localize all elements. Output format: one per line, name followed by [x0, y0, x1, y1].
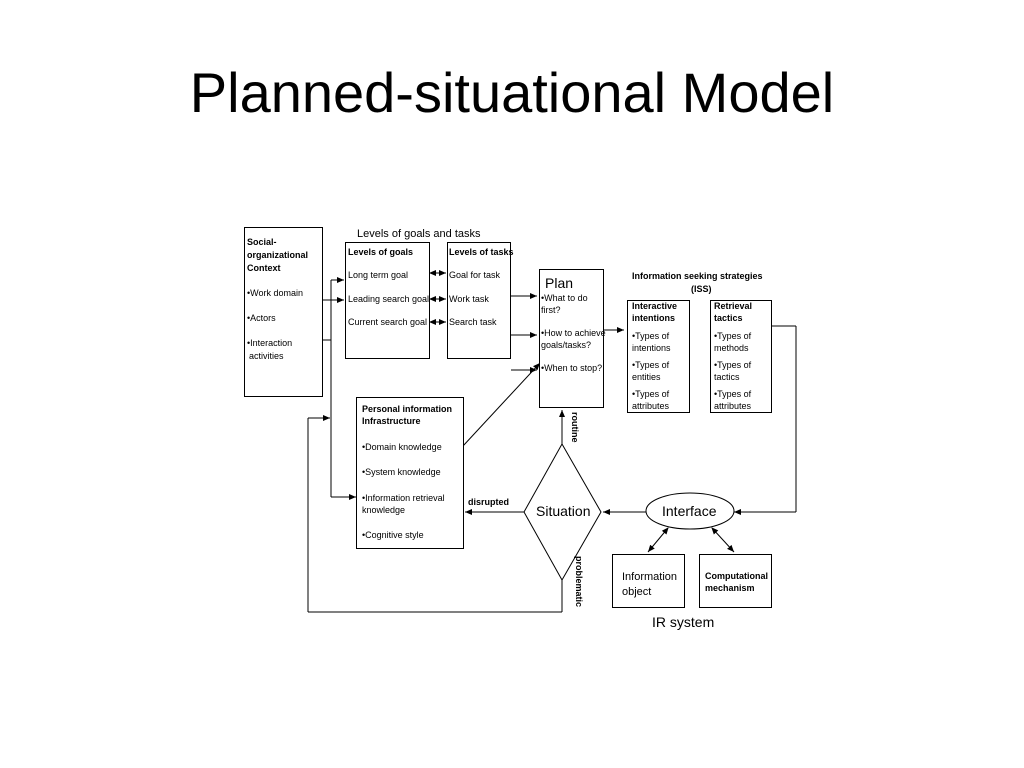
- pii-ir-knowledge-1: •Information retrieval: [362, 493, 445, 503]
- plan-q3: •When to stop?: [541, 363, 603, 373]
- information-object-line2: object: [622, 586, 652, 598]
- interactive-item2-2: entities: [632, 372, 661, 382]
- goals-box: [345, 242, 430, 359]
- social-item-actors: •Actors: [247, 313, 276, 323]
- interactive-title-1: Interactive: [632, 301, 678, 311]
- computational-mechanism-box: [699, 554, 772, 608]
- interactive-item1-1: •Types of: [632, 331, 670, 341]
- computational-line1: Computational: [705, 571, 768, 581]
- tasks-box: [447, 242, 511, 359]
- information-object-line1: Information: [622, 571, 678, 583]
- retrieval-item2-2: tactics: [714, 372, 740, 382]
- information-object-box: [612, 554, 685, 608]
- retrieval-title-2: tactics: [714, 313, 743, 323]
- tasks-title: Levels of tasks: [449, 247, 514, 257]
- goal-leading-search: Leading search goal: [348, 294, 430, 304]
- retrieval-tactics-box: [710, 300, 772, 413]
- iss-title-2: (ISS): [691, 284, 712, 294]
- pii-title-1: Personal information: [362, 404, 453, 414]
- interactive-title-2: intentions: [632, 313, 675, 323]
- interactive-item3-2: attributes: [632, 401, 670, 411]
- pii-box: [356, 397, 464, 549]
- iss-title-1: Information seeking strategies: [632, 271, 763, 281]
- goals-title: Levels of goals: [348, 247, 414, 257]
- interface-label: Interface: [662, 503, 717, 519]
- goal-current-search: Current search goal: [348, 317, 428, 327]
- retrieval-item2-1: •Types of: [714, 360, 752, 370]
- social-title-2: organizational: [247, 250, 309, 260]
- problematic-label: problematic: [574, 556, 584, 608]
- plan-q2-line2: goals/tasks?: [541, 340, 592, 350]
- interactive-item2-1: •Types of: [632, 360, 670, 370]
- retrieval-item3-1: •Types of: [714, 389, 752, 399]
- pii-system-knowledge: •System knowledge: [362, 467, 441, 477]
- routine-label: routine: [570, 412, 580, 443]
- retrieval-item1-1: •Types of: [714, 331, 752, 341]
- task-search-task: Search task: [449, 317, 497, 327]
- social-item-activities: activities: [249, 351, 284, 361]
- ir-system-label: IR system: [652, 614, 715, 630]
- levels-header: Levels of goals and tasks: [357, 228, 481, 240]
- social-title-3: Context: [247, 263, 281, 273]
- pii-domain-knowledge: •Domain knowledge: [362, 442, 442, 452]
- plan-q2-line1: •How to achieve: [541, 328, 606, 338]
- pii-cognitive-style: •Cognitive style: [362, 530, 424, 540]
- plan-q1-line2: first?: [541, 305, 561, 315]
- plan-q1-line1: •What to do: [541, 293, 588, 303]
- pii-ir-knowledge-2: knowledge: [362, 505, 406, 515]
- plan-title: Plan: [545, 275, 574, 291]
- social-item-interaction: •Interaction: [247, 338, 293, 348]
- situation-diamond: [523, 442, 602, 582]
- interactive-intentions-box: [627, 300, 690, 413]
- goal-long-term: Long term goal: [348, 270, 409, 280]
- retrieval-item1-2: methods: [714, 343, 749, 353]
- task-work-task: Work task: [449, 294, 489, 304]
- disrupted-label: disrupted: [468, 497, 510, 507]
- social-item-work-domain: •Work domain: [247, 288, 304, 298]
- interactive-item3-1: •Types of: [632, 389, 670, 399]
- plan-box: [539, 269, 604, 408]
- retrieval-item3-2: attributes: [714, 401, 752, 411]
- situation-label: Situation: [536, 503, 591, 519]
- social-title-1: Social-: [247, 237, 277, 247]
- page-title: Planned-situational Model: [189, 61, 835, 124]
- computational-line2: mechanism: [705, 583, 755, 593]
- pii-title-2: Infrastructure: [362, 416, 421, 426]
- task-goal-for-task: Goal for task: [449, 270, 501, 280]
- interface-ellipse: [645, 492, 735, 530]
- interactive-item1-2: intentions: [632, 343, 671, 353]
- retrieval-title-1: Retrieval: [714, 301, 753, 311]
- social-context-box: [244, 227, 323, 397]
